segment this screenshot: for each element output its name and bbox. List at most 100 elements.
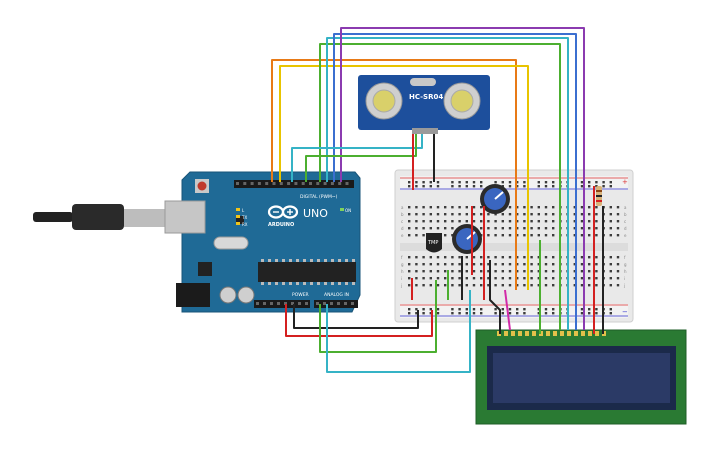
sensor-label: HC-SR04	[409, 93, 443, 101]
chip-pin	[310, 259, 313, 262]
chip-pin	[324, 282, 327, 285]
rail-hole	[480, 308, 483, 311]
power-jack	[176, 283, 210, 307]
atmega-chip	[258, 262, 356, 282]
chip-pin	[345, 282, 348, 285]
breadboard-hole	[588, 270, 591, 273]
row-label: h	[401, 269, 404, 274]
arduino-uno[interactable]: DIGITAL (PWM~) POWER ANALOG IN UNO ARDUI…	[33, 171, 361, 313]
rail-hole	[588, 181, 591, 184]
breadboard-hole	[580, 234, 584, 237]
breadboard-hole	[530, 213, 533, 216]
header-pin	[323, 302, 326, 305]
rail-hole	[429, 181, 432, 184]
breadboard-hole	[544, 263, 548, 266]
sensor-crystal	[410, 78, 436, 86]
breadboard-hole	[537, 263, 540, 266]
wire	[326, 290, 471, 373]
breadboard-hole	[537, 277, 540, 280]
breadboard-hole	[465, 284, 468, 287]
breadboard-hole	[523, 213, 526, 216]
breadboard-hole	[609, 277, 612, 280]
breadboard-hole	[415, 227, 418, 230]
rail-hole	[602, 181, 605, 184]
header-pin	[277, 302, 280, 305]
header-pin	[243, 182, 247, 185]
breadboard-hole	[595, 284, 598, 287]
row-label: c	[401, 219, 403, 224]
breadboard-hole	[588, 284, 591, 287]
breadboard-hole	[444, 213, 447, 216]
rail-hole	[552, 185, 555, 188]
breadboard-hole	[516, 220, 519, 223]
breadboard-hole	[516, 263, 519, 266]
breadboard-hole	[408, 206, 411, 209]
breadboard-hole	[573, 213, 576, 216]
voltage-regulator	[198, 262, 212, 276]
breadboard-hole	[458, 213, 461, 216]
breadboard-hole	[487, 220, 490, 223]
breadboard-hole	[588, 263, 591, 266]
rail-hole	[451, 185, 454, 188]
potentiometer-2[interactable]	[452, 224, 482, 254]
breadboard-hole	[616, 277, 620, 280]
breadboard-hole	[537, 234, 540, 237]
header-pin	[305, 302, 308, 305]
ultrasonic-sensor[interactable]: HC-SR04	[358, 75, 490, 134]
rail-hole	[544, 185, 548, 188]
resistor[interactable]	[596, 186, 602, 206]
rail-hole	[609, 312, 612, 315]
chip-pin	[317, 282, 320, 285]
breadboard-hole	[609, 234, 612, 237]
rail-hole	[552, 312, 555, 315]
digital-label: DIGITAL (PWM~)	[300, 194, 338, 200]
breadboard-hole	[422, 227, 425, 230]
breadboard-hole	[516, 206, 519, 209]
l-led-label: L	[242, 208, 245, 213]
breadboard-hole	[408, 263, 411, 266]
breadboard-hole	[523, 256, 526, 259]
rail-hole	[523, 308, 526, 311]
breadboard-hole	[537, 284, 540, 287]
breadboard-hole	[573, 270, 576, 273]
rail-hole	[408, 312, 411, 315]
breadboard-hole	[487, 284, 490, 287]
breadboard-hole	[465, 206, 468, 209]
breadboard-hole	[494, 270, 497, 273]
header-pin	[316, 182, 320, 185]
row-label: j	[623, 283, 625, 288]
chip-pin	[268, 282, 271, 285]
temperature-sensor[interactable]: TMP	[426, 233, 442, 253]
reset-button[interactable]	[197, 181, 207, 191]
arduino-model: UNO	[303, 207, 328, 220]
rail-hole	[480, 185, 483, 188]
breadboard-hole	[595, 213, 598, 216]
wire	[285, 304, 433, 337]
sensor-pins	[412, 128, 438, 134]
rail-minus-label: −	[622, 308, 628, 316]
breadboard-hole	[609, 256, 612, 259]
breadboard-hole	[429, 213, 432, 216]
breadboard-hole	[508, 277, 512, 280]
breadboard-channel	[400, 243, 628, 251]
lcd-display[interactable]	[475, 329, 687, 425]
row-label: h	[624, 269, 627, 274]
header-pin	[291, 302, 294, 305]
breadboard-hole	[523, 206, 526, 209]
breadboard-hole	[544, 256, 548, 259]
potentiometer-1[interactable]	[480, 184, 510, 214]
breadboard-hole	[472, 277, 476, 280]
breadboard-hole	[588, 234, 591, 237]
row-label: d	[624, 226, 627, 231]
breadboard-hole	[444, 234, 447, 237]
chip-pin	[289, 259, 292, 262]
breadboard-hole	[508, 256, 512, 259]
header-pin	[263, 302, 266, 305]
breadboard-hole	[472, 256, 476, 259]
rail-hole	[537, 185, 540, 188]
analog-label: ANALOG IN	[324, 292, 349, 298]
breadboard-hole	[444, 220, 447, 223]
rail-hole	[516, 185, 519, 188]
header-pin	[309, 182, 312, 185]
